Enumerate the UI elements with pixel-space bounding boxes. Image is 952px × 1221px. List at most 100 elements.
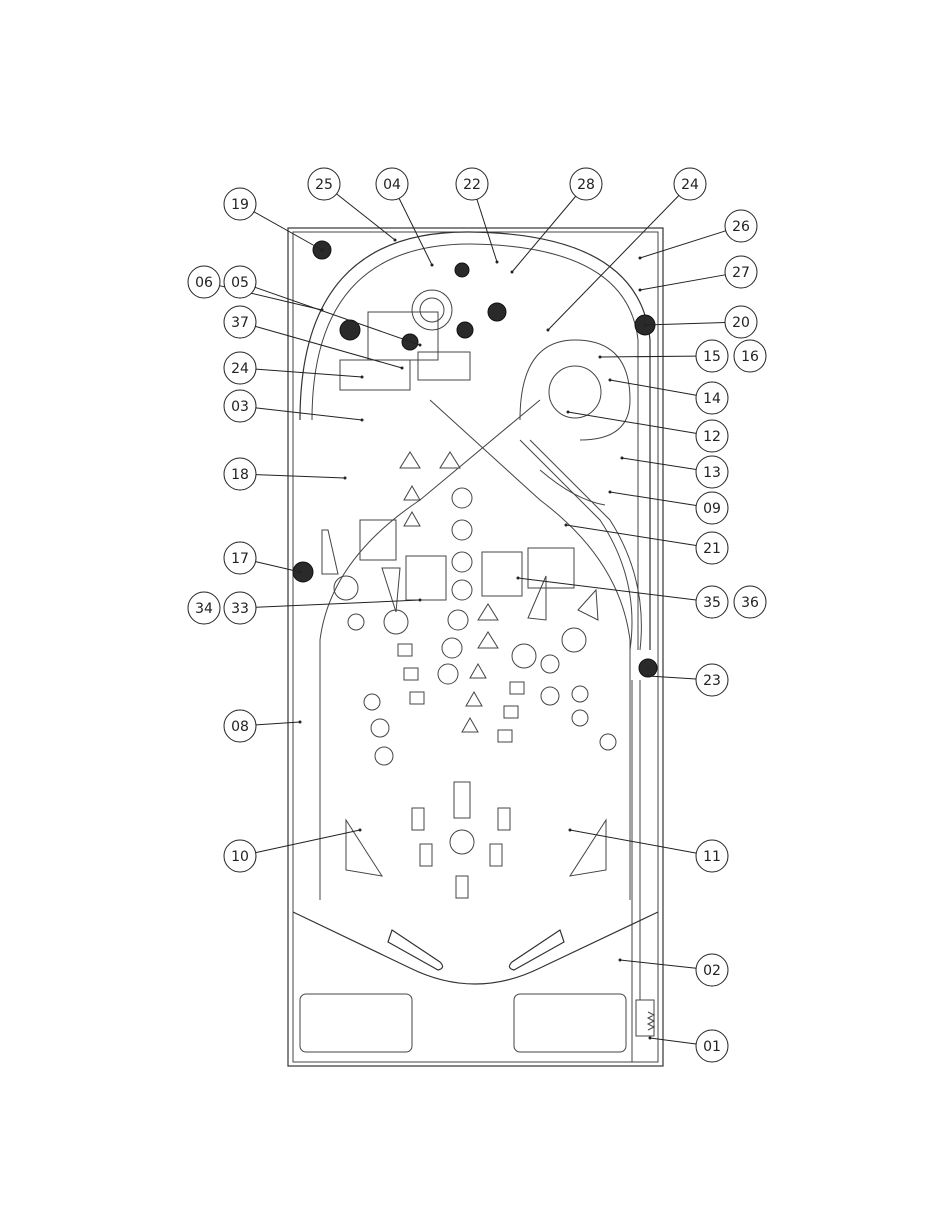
callout-24: 24 xyxy=(547,168,707,332)
callout-leader-tip xyxy=(359,829,362,832)
callout-33: 33 xyxy=(224,592,422,624)
callout-19: 19 xyxy=(224,188,324,252)
callout-02: 02 xyxy=(619,954,729,986)
callout-leader-tip xyxy=(621,457,624,460)
callout-number: 15 xyxy=(703,349,721,365)
callout-leader-tip xyxy=(567,411,570,414)
callout-leader-tip xyxy=(361,419,364,422)
callout-number: 22 xyxy=(463,177,481,193)
callout-leader-tip xyxy=(344,477,347,480)
callout-leader-tip xyxy=(299,721,302,724)
callout-number: 16 xyxy=(741,349,759,365)
callout-number: 26 xyxy=(732,219,750,235)
callout-leader-tip xyxy=(419,599,422,602)
callout-number: 33 xyxy=(231,601,249,617)
callout-number: 12 xyxy=(703,429,721,445)
callout-leader-line xyxy=(256,830,360,853)
callout-number: 24 xyxy=(231,361,249,377)
callout-18: 18 xyxy=(224,458,347,490)
callout-number: 36 xyxy=(741,595,759,611)
callout-03: 03 xyxy=(224,390,364,422)
callout-number: 28 xyxy=(577,177,595,193)
callout-22: 22 xyxy=(456,168,499,264)
callout-28: 28 xyxy=(511,168,603,274)
callout-leader-tip xyxy=(649,1037,652,1040)
callout-leader-line xyxy=(640,231,726,258)
callout-leader-tip xyxy=(639,289,642,292)
callout-08: 08 xyxy=(224,710,302,742)
callout-11: 11 xyxy=(569,829,729,873)
callout-leader-line xyxy=(570,830,696,853)
callout-leader-tip xyxy=(609,491,612,494)
callout-number: 09 xyxy=(703,501,721,517)
callout-leader-tip xyxy=(299,571,302,574)
callout-leader-tip xyxy=(609,379,612,382)
callout-01: 01 xyxy=(649,1030,729,1062)
callout-number: 08 xyxy=(231,719,249,735)
callout-leader-line xyxy=(256,600,420,607)
callout-leader-tip xyxy=(496,261,499,264)
callout-leader-line xyxy=(255,326,402,368)
callout-leader-tip xyxy=(361,376,364,379)
callout-leader-line xyxy=(477,199,497,262)
callout-06: 06 xyxy=(188,266,324,312)
callout-number: 02 xyxy=(703,963,721,979)
callout-leader-tip xyxy=(401,367,404,370)
callout-leader-line xyxy=(600,356,696,357)
callout-leader-line xyxy=(256,475,345,478)
callout-number: 10 xyxy=(231,849,249,865)
callout-number: 11 xyxy=(703,849,721,865)
callout-leader-tip xyxy=(431,264,434,267)
callout-leader-tip xyxy=(419,344,422,347)
callout-leader-line xyxy=(640,275,725,290)
callout-leader-line xyxy=(512,196,576,272)
callout-number: 23 xyxy=(703,673,721,689)
callout-leader-tip xyxy=(569,829,572,832)
callout-number: 27 xyxy=(732,265,750,281)
callout-number: 19 xyxy=(231,197,249,213)
callout-leader-line xyxy=(255,287,420,345)
callout-leader-tip xyxy=(565,524,568,527)
callout-13: 13 xyxy=(621,456,729,488)
callout-leader-tip xyxy=(517,577,520,580)
callout-leader-tip xyxy=(547,329,550,332)
callout-number: 17 xyxy=(231,551,249,567)
callout-number: 18 xyxy=(231,467,249,483)
callout-number: 13 xyxy=(703,465,721,481)
callout-leader-line xyxy=(256,408,362,420)
callout-leader-line xyxy=(548,195,679,330)
callout-leader-line xyxy=(568,412,696,433)
callout-leader-tip xyxy=(321,249,324,252)
callout-35: 35 xyxy=(517,577,729,619)
callout-number: 25 xyxy=(315,177,333,193)
callout-number: 14 xyxy=(703,391,721,407)
callout-leader-tip xyxy=(639,257,642,260)
callout-14: 14 xyxy=(609,379,729,415)
callout-number: 24 xyxy=(681,177,699,193)
callout-number: 03 xyxy=(231,399,249,415)
callout-number: 04 xyxy=(383,177,401,193)
callout-leader-line xyxy=(610,492,696,506)
callout-number: 37 xyxy=(231,315,249,331)
callout-27: 27 xyxy=(639,256,758,292)
callout-number: 34 xyxy=(195,601,213,617)
callout-number: 05 xyxy=(231,275,249,291)
callout-09: 09 xyxy=(609,491,729,525)
callout-20: 20 xyxy=(644,306,758,338)
callout-number: 06 xyxy=(195,275,213,291)
playfield-drawing xyxy=(288,228,663,1066)
callout-number: 35 xyxy=(703,595,721,611)
callout-12: 12 xyxy=(567,411,729,453)
callout-leader-tip xyxy=(644,324,647,327)
callout-leader-line xyxy=(256,369,362,377)
callout-leader-line xyxy=(648,676,696,679)
callout-leader-tip xyxy=(599,356,602,359)
callout-leader-tip xyxy=(511,271,514,274)
callout-21: 21 xyxy=(565,524,729,565)
callout-23: 23 xyxy=(647,664,729,696)
callout-leader-tip xyxy=(394,239,397,242)
callout-leader-line xyxy=(337,194,395,240)
callout-leader-tip xyxy=(619,959,622,962)
callout-34: 34 xyxy=(188,592,220,624)
